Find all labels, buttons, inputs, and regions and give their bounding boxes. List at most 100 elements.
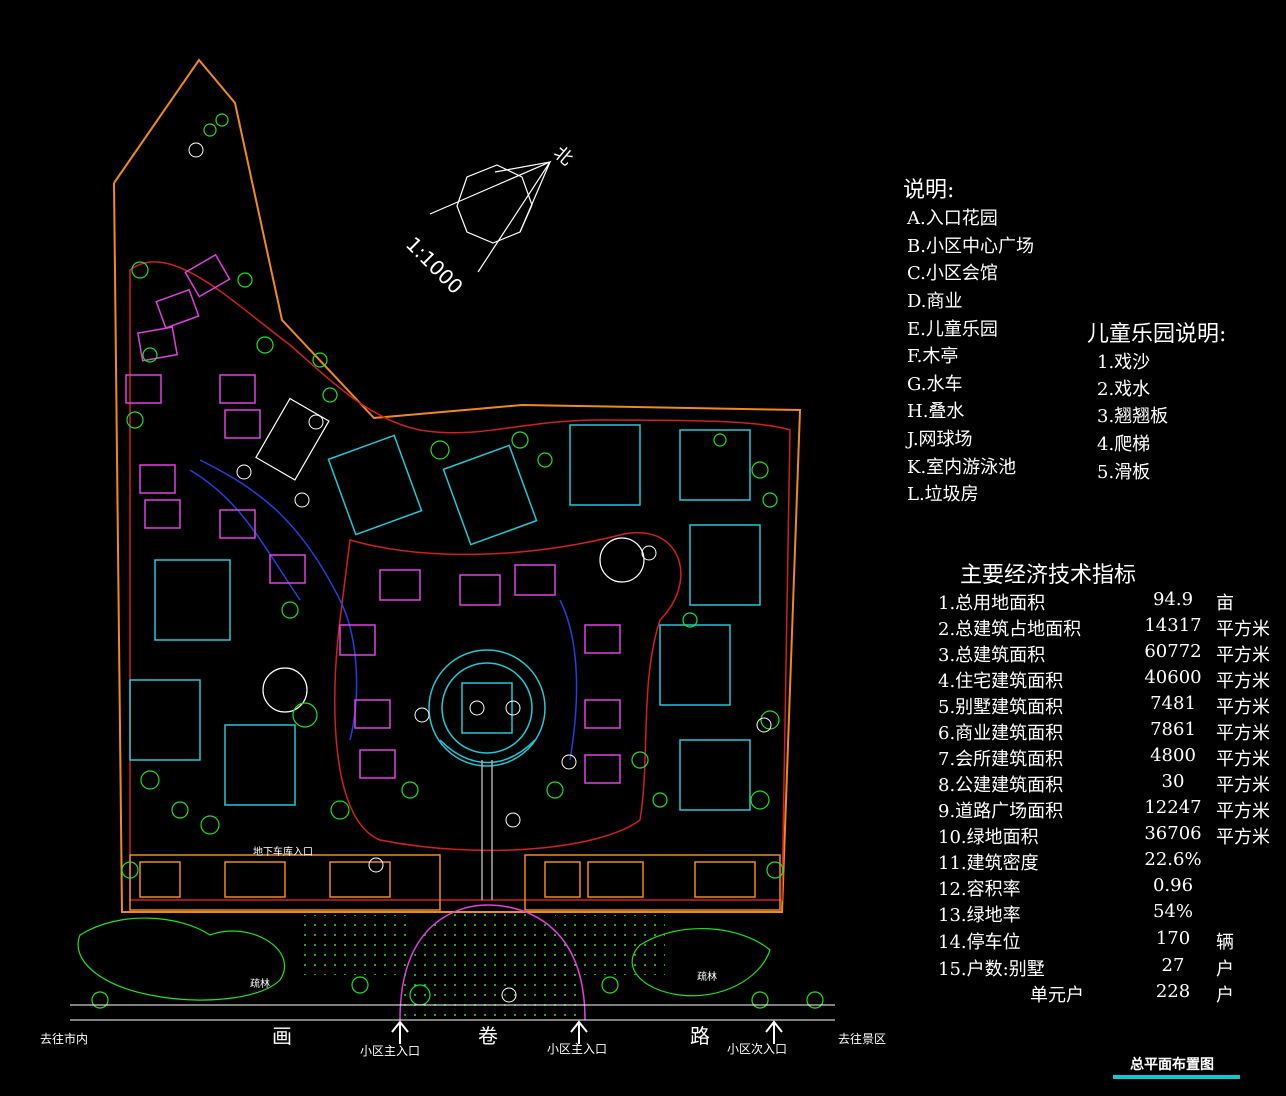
- playground: [599, 537, 645, 583]
- internal-road-inner: [334, 532, 682, 852]
- indicator-label: 10.绿地面积: [938, 827, 1039, 848]
- clubhouse: [428, 649, 546, 767]
- indicator-value: 4800: [1150, 745, 1196, 766]
- kids-legend-item: 5.滑板: [1097, 462, 1151, 483]
- water-feature: [189, 459, 578, 761]
- indicator-label: 5.别墅建筑面积: [938, 697, 1064, 718]
- kids-legend-item: 4.爬梯: [1097, 434, 1151, 455]
- indicator-value: 27: [1161, 955, 1185, 976]
- kids-legend-item: 2.戏水: [1097, 379, 1151, 400]
- internal-road: [129, 261, 791, 901]
- forest-label: 疏林: [697, 972, 717, 983]
- indicator-value: 14317: [1144, 615, 1202, 636]
- indicator-row: 6.商业建筑面积 7861 平方米: [930, 719, 1280, 745]
- indicator-label: 8.公建建筑面积: [938, 775, 1064, 796]
- indicator-unit: 辆: [1216, 932, 1234, 953]
- entrance-markers: [391, 1020, 783, 1044]
- direction-city: 去往市内: [40, 1032, 89, 1046]
- garage-entrance-label: 地下车库入口: [253, 847, 313, 858]
- legend-item: J.网球场: [907, 429, 973, 450]
- indicator-row: 12.容积率 0.96: [930, 875, 1280, 901]
- indicator-row: 2.总建筑占地面积 14317 平方米: [930, 615, 1280, 641]
- indicator-unit: 平方米: [1216, 671, 1270, 692]
- indicator-unit: 平方米: [1216, 775, 1270, 796]
- legend-title: 说明:: [903, 178, 955, 203]
- legend-item: C.小区会馆: [907, 263, 998, 284]
- apartment-cluster: [129, 424, 761, 811]
- road-name-char: 卷: [478, 1024, 498, 1048]
- entrance-main-label: 小区主入口: [547, 1042, 608, 1056]
- indicator-unit: 户: [1216, 959, 1234, 980]
- indicator-unit: 平方米: [1216, 645, 1270, 666]
- forest-label: 疏林: [250, 979, 270, 990]
- indicator-row: 15.户数:别墅 27 户: [930, 955, 1280, 981]
- indicator-label: 2.总建筑占地面积: [938, 619, 1082, 640]
- tennis-court: [255, 397, 330, 481]
- indicator-row: 11.建筑密度 22.6%: [930, 849, 1280, 875]
- site-boundary: [113, 58, 802, 913]
- indicator-unit: 平方米: [1216, 697, 1270, 718]
- entrance-secondary-label: 小区次入口: [727, 1042, 788, 1056]
- trees: [77, 113, 824, 1009]
- legend-item: A.入口花园: [907, 208, 998, 229]
- indicator-label: 15.户数:别墅: [938, 959, 1045, 980]
- indicator-unit: 平方米: [1216, 723, 1270, 744]
- entrance-main-label: 小区主入口: [360, 1044, 421, 1058]
- indicator-label: 4.住宅建筑面积: [938, 671, 1064, 692]
- drawing-caption: 总平面布置图: [1130, 1057, 1214, 1073]
- indicator-unit: 平方米: [1216, 827, 1270, 848]
- indicator-label: 7.会所建筑面积: [938, 749, 1064, 770]
- indicator-label: 6.商业建筑面积: [938, 723, 1064, 744]
- villa-cluster: [125, 253, 621, 784]
- legend-item: B.小区中心广场: [907, 236, 1034, 257]
- indicator-unit: 平方米: [1216, 619, 1270, 640]
- indicator-label: 13.绿地率: [938, 905, 1021, 926]
- north-arrow: [429, 160, 552, 273]
- site-markers: [188, 142, 772, 1003]
- indicator-unit: 平方米: [1216, 749, 1270, 770]
- kids-legend-item: 1.戏沙: [1097, 352, 1151, 373]
- indicator-row: 7.会所建筑面积 4800 平方米: [930, 745, 1280, 771]
- indicator-value: 228: [1155, 981, 1191, 1002]
- commercial-strip: [129, 854, 781, 911]
- indicator-label: 单元户: [1030, 985, 1084, 1006]
- indicator-value: 0.96: [1152, 875, 1194, 896]
- indicator-unit: 平方米: [1216, 801, 1270, 822]
- indicator-value: 22.6%: [1144, 849, 1202, 870]
- kids-legend-item: 3.翘翘板: [1097, 406, 1169, 427]
- indicator-value: 94.9: [1152, 589, 1194, 610]
- central-walkway: [481, 760, 493, 900]
- indicator-value: 7861: [1150, 719, 1196, 740]
- indicator-value: 54%: [1152, 901, 1193, 922]
- indicators-title: 主要经济技术指标: [960, 563, 1137, 588]
- indicator-value: 30: [1161, 771, 1185, 792]
- indicator-unit: 户: [1216, 985, 1234, 1006]
- kids-legend-title: 儿童乐园说明:: [1087, 322, 1227, 347]
- indicator-unit: 亩: [1216, 593, 1234, 614]
- legend-item: G.水车: [907, 374, 963, 395]
- indicator-label: 9.道路广场面积: [938, 801, 1064, 822]
- indicator-label: 12.容积率: [938, 879, 1021, 900]
- garden-left: [300, 915, 410, 975]
- legend-item: H.叠水: [907, 401, 965, 422]
- indicator-label: 14.停车位: [938, 932, 1021, 953]
- indicator-row: 4.住宅建筑面积 40600 平方米: [930, 667, 1280, 693]
- road-name-char: 路: [690, 1024, 710, 1048]
- caption-underline: [1113, 1075, 1240, 1079]
- legend-item: K.室内游泳池: [907, 457, 1017, 478]
- road-name-char: 画: [272, 1024, 292, 1048]
- indicator-row: 单元户 228 户: [930, 981, 1280, 1007]
- indicator-row: 8.公建建筑面积 30 平方米: [930, 771, 1280, 797]
- indicator-row: 13.绿地率 54%: [930, 901, 1280, 927]
- garden-right: [555, 915, 665, 975]
- indicator-value: 40600: [1144, 667, 1202, 688]
- indicator-label: 11.建筑密度: [938, 853, 1039, 874]
- legend-item: D.商业: [907, 291, 963, 312]
